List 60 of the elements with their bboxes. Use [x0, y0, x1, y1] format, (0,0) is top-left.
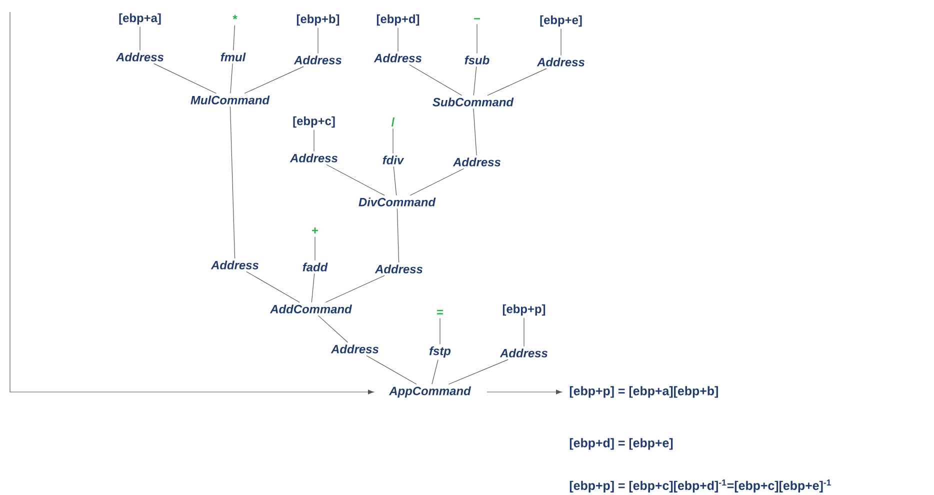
connector-line	[325, 275, 385, 303]
tree-node-label: MulCommand	[190, 96, 270, 104]
connector-line	[473, 108, 477, 156]
connector-line	[311, 273, 315, 303]
connector-line	[432, 359, 438, 385]
operand-label: [ebp+e]	[540, 15, 582, 27]
connector-line	[448, 359, 508, 385]
operator-symbol: –	[474, 18, 480, 20]
tree-node-label: Address	[330, 344, 378, 354]
connector-line	[396, 208, 400, 263]
tree-node-label: SubCommand	[432, 98, 514, 106]
tree-node-label: Address	[536, 58, 584, 66]
tree-node-label: Address	[116, 52, 164, 62]
tree-node-label: Address	[290, 154, 338, 162]
connector-line	[318, 315, 348, 343]
tree-node-label: DivCommand	[358, 198, 436, 206]
connector-line	[246, 271, 300, 303]
connector-line	[410, 168, 464, 196]
tree-node-label: Address	[210, 260, 258, 270]
operator-symbol: *	[232, 14, 238, 20]
equation: [ebp+p] = [ebp+a][ebp+b]	[570, 386, 718, 398]
tree-node-label: Address	[374, 54, 422, 62]
arrow	[10, 12, 374, 394]
connector-line	[392, 128, 394, 154]
tree-node-label: Address	[452, 158, 500, 166]
connector-line	[326, 164, 385, 196]
operator-symbol: +	[312, 227, 318, 234]
connector-line	[230, 106, 236, 259]
tree-node-label: fdiv	[382, 156, 404, 164]
tree-node-label: fadd	[302, 262, 328, 272]
connector-line	[230, 63, 233, 94]
operator-symbol: /	[391, 118, 395, 126]
tree-node-label: fsub	[464, 56, 490, 64]
connector-line	[314, 236, 316, 261]
tree-node-label: fstp	[429, 346, 451, 358]
arrow	[556, 390, 562, 394]
tree-node-label: fmul	[220, 52, 246, 62]
equation: [ebp+p] = [ebp+c][ebp+d]$^{-1}$=[ebp+c][ebp+e]$^{-1}$	[570, 480, 831, 492]
connector-line	[473, 66, 477, 96]
connector-line	[393, 166, 397, 196]
operand-label: [ebp+d]	[376, 14, 420, 26]
operand-label: [ebp+b]	[296, 14, 340, 26]
connector-line	[366, 355, 417, 385]
tree-node-label: Address	[294, 56, 342, 64]
equation: [ebp+d] = [ebp+e]	[570, 438, 673, 450]
tree-node-label: AddCommand	[270, 304, 352, 314]
operator-symbol: =	[437, 310, 443, 314]
connector-line	[476, 24, 478, 54]
operand-label: [ebp+a]	[119, 13, 161, 25]
operand-label: [ebp+c]	[293, 116, 335, 128]
tree-node-label: Address	[374, 264, 422, 274]
operand-label: [ebp+p]	[502, 304, 546, 316]
connector-line	[233, 25, 235, 51]
connector-line	[408, 64, 462, 96]
tree-node-label: Address	[500, 348, 548, 358]
connector-line	[244, 66, 304, 94]
connector-line	[153, 63, 217, 94]
tree-node-label: AppCommand	[388, 386, 472, 398]
connector-line	[560, 28, 562, 56]
connector-line	[487, 68, 547, 96]
